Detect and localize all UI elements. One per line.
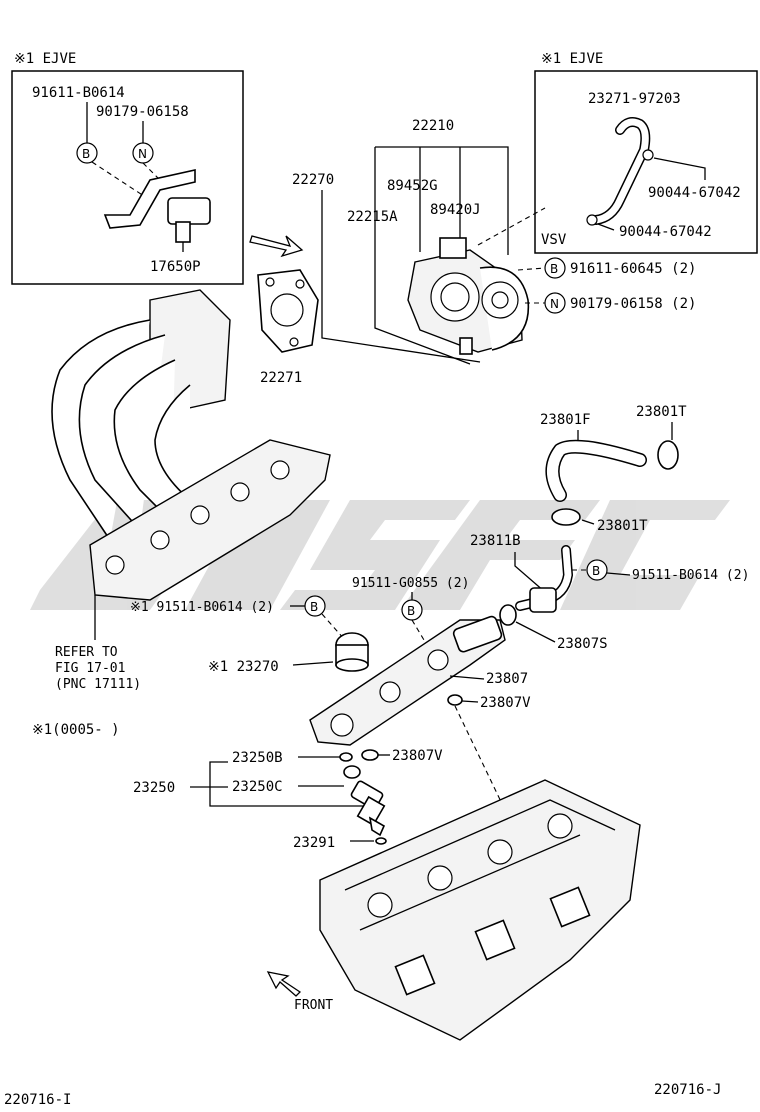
o-ring-23807v-a-shape (447, 694, 463, 706)
bracket-shape (103, 169, 196, 229)
left-ejve-box (11, 70, 244, 285)
label-23807s: 23807S (557, 636, 608, 652)
right-box-header: ※1 EJVE (541, 51, 603, 67)
circle-b-letter-5: B (310, 600, 318, 614)
label-23801t-b: 23801T (597, 518, 648, 534)
direction-arrow-icon (249, 235, 304, 258)
refer-to-line1: REFER TO (55, 645, 118, 660)
label-23807: 23807 (486, 671, 528, 687)
label-90044-67042-a: 90044-67042 (648, 185, 741, 201)
fuel-delivery-pipe-shape (309, 615, 506, 746)
label-23807v-a: 23807V (480, 695, 531, 711)
label-91611-b0614: 91611-B0614 (32, 85, 125, 101)
label-22215a: 22215A (347, 209, 398, 225)
label-23270: ※1 23270 (208, 659, 279, 675)
label-23250: 23250 (133, 780, 175, 796)
refer-to-line2: FIG 17-01 (55, 661, 125, 676)
label-91511-b0614-l: ※1 91511-B0614 (2) (130, 600, 274, 615)
label-22210: 22210 (412, 118, 454, 134)
cylinder-head-shape (319, 779, 641, 1041)
intake-manifold-shape (51, 289, 331, 601)
label-91611-60645: 91611-60645 (2) (570, 261, 696, 277)
label-23807v-b: 23807V (392, 748, 443, 764)
code-right: 220716-J (654, 1082, 721, 1098)
date-note: ※1(0005- ) (32, 722, 120, 738)
front-label: FRONT (294, 998, 333, 1013)
circle-b-letter-3: B (592, 564, 600, 578)
fuel-injector-shape (350, 780, 386, 837)
circle-b-icon-2 (544, 257, 566, 279)
hose-clamp-a-shape (657, 440, 679, 470)
circle-n-icon-2 (544, 292, 566, 314)
label-23291: 23291 (293, 835, 335, 851)
right-ejve-box (534, 70, 758, 254)
o-ring-23291-shape (375, 837, 387, 845)
pressure-regulator-23270-shape (335, 632, 369, 672)
label-23811b: 23811B (470, 533, 521, 549)
label-90179-06158: 90179-06158 (96, 104, 189, 120)
label-91511-g0855: 91511-G0855 (2) (352, 576, 469, 591)
circle-b-letter-2: B (550, 262, 558, 276)
throttle-body-shape (407, 237, 530, 355)
code-left: 220716-I (4, 1092, 71, 1108)
left-box-header: ※1 EJVE (14, 51, 76, 67)
o-ring-23250b-shape (339, 752, 353, 762)
label-90179-06158-2: 90179-06158 (2) (570, 296, 696, 312)
circle-b-letter: B (82, 147, 90, 161)
circle-n-letter: N (138, 147, 147, 161)
label-23801t-a: 23801T (636, 404, 687, 420)
o-ring-23807v-b-shape (361, 749, 379, 761)
label-91511-b0614-r: 91511-B0614 (2) (632, 568, 749, 583)
label-23250b: 23250B (232, 750, 283, 766)
label-17650p: 17650P (150, 259, 201, 275)
circle-b-icon-5 (304, 595, 326, 617)
circle-n-letter-2: N (550, 297, 559, 311)
circle-b-letter-4: B (407, 604, 415, 618)
label-89452g: 89452G (387, 178, 438, 194)
hose-clamp-b-shape (551, 508, 581, 526)
label-22270: 22270 (292, 172, 334, 188)
grommet-23250c-shape (343, 765, 361, 779)
label-22271: 22271 (260, 370, 302, 386)
label-23271-97203: 23271-97203 (588, 91, 681, 107)
front-arrow-icon (266, 971, 302, 997)
circle-b-icon-3 (586, 559, 608, 581)
label-vsv: VSV (541, 232, 567, 248)
label-89420j: 89420J (430, 202, 481, 218)
refer-to-line3: (PNC 17111) (55, 677, 141, 692)
label-23801f: 23801F (540, 412, 591, 428)
label-90044-67042-b: 90044-67042 (619, 224, 712, 240)
label-23250c: 23250C (232, 779, 283, 795)
o-ring-23807s-shape (499, 604, 517, 626)
pressure-sensor-shape (167, 197, 211, 252)
circle-b-icon (76, 142, 98, 164)
